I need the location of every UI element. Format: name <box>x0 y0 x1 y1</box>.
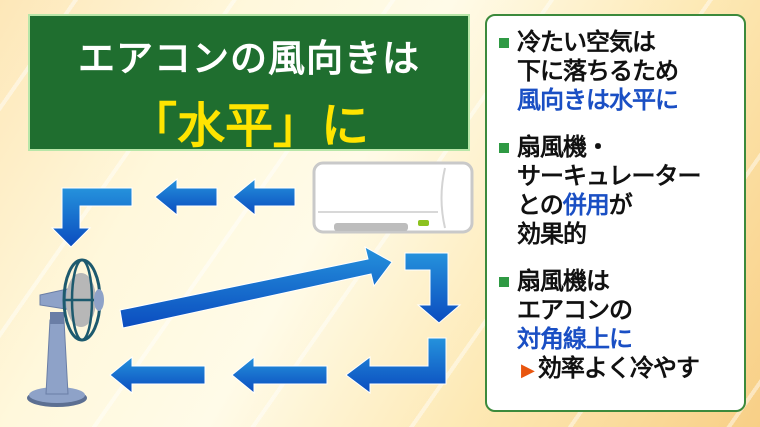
tip-text: エアコンの <box>517 296 633 324</box>
bullet-square-icon <box>499 143 509 153</box>
tip-text: 扇風機・ <box>517 133 610 161</box>
tip-1: 冷たい空気は 下に落ちるため 風向きは水平に <box>499 28 744 115</box>
title-banner: エアコンの風向きは 「水平」に <box>28 14 470 154</box>
air-conditioner <box>312 161 474 234</box>
bullet-square-icon <box>499 38 509 48</box>
tip-text: 冷たい空気は <box>517 28 656 56</box>
arrow-diagonal <box>119 246 393 329</box>
arrow-left-bottom-2 <box>109 355 206 395</box>
arrow-left-bottom-1 <box>231 355 328 395</box>
tip-text: サーキュレーター <box>517 162 702 190</box>
tips-panel: 冷たい空気は 下に落ちるため 風向きは水平に 扇風機・ サーキュレーター との併… <box>485 14 746 412</box>
arrow-corner-up-left <box>345 337 447 394</box>
bullet-square-icon <box>499 277 509 287</box>
arrow-corner-down-left <box>50 187 133 248</box>
electric-fan <box>27 258 104 407</box>
tip-text: が <box>608 191 633 219</box>
tip-highlight: 対角線上に <box>517 325 633 353</box>
title-line-2: 「水平」に <box>128 98 369 154</box>
arrow-corner-down-right <box>404 252 462 324</box>
tip-3: 扇風機は エアコンの 対角線上に ▶効率よく冷やす <box>499 267 744 385</box>
tip-highlight: 風向きは水平に <box>517 86 679 114</box>
tip-text: との <box>517 191 564 219</box>
arrow-left-top-2 <box>154 177 218 217</box>
title-line-1: エアコンの風向きは <box>78 37 420 80</box>
tip-text: 扇風機は <box>517 267 610 295</box>
tip-note: 効率よく冷やす <box>537 354 700 382</box>
triangle-right-icon: ▶ <box>521 360 535 381</box>
tip-highlight: 併用 <box>562 191 610 219</box>
tip-text: 下に落ちるため <box>517 57 679 85</box>
tip-text: 効果的 <box>517 220 587 248</box>
tip-2: 扇風機・ サーキュレーター との併用が 効果的 <box>499 133 744 249</box>
arrow-left-top-1 <box>232 177 296 217</box>
